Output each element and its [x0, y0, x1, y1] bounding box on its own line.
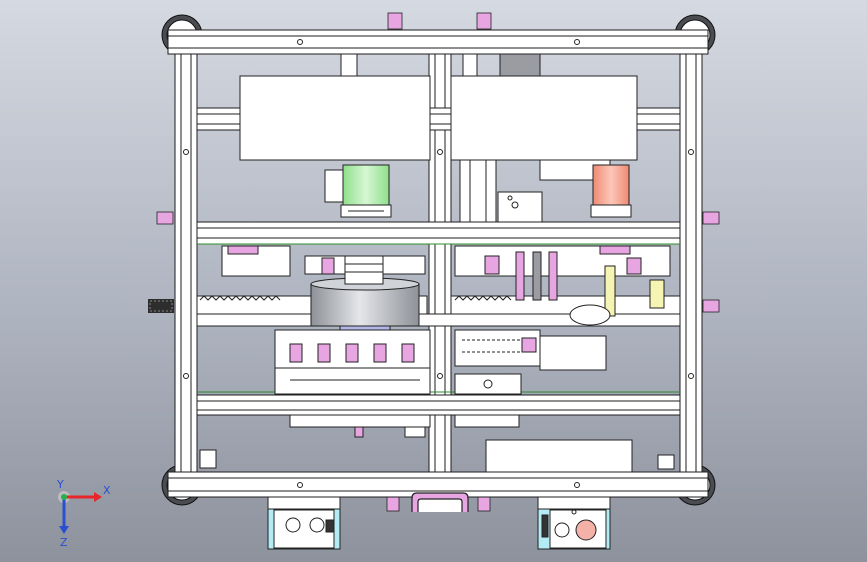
frame-cross-rail-2 [196, 221, 681, 245]
bolts [183, 39, 694, 488]
top-block-dark [499, 53, 541, 77]
mount-tab-icon [156, 211, 174, 225]
bolt-icon [437, 373, 443, 379]
bolt-icon [688, 149, 694, 155]
frame-cross-rail-3 [196, 394, 681, 416]
frame-right-post [679, 53, 703, 473]
bolt-icon [688, 373, 694, 379]
x-axis-label: X [103, 484, 111, 497]
z-axis-label: Z [60, 536, 68, 549]
frame-top-rail [167, 29, 709, 55]
bolt-icon [183, 149, 189, 155]
mount-tabs [156, 12, 720, 512]
z-axis-head [59, 526, 69, 534]
control-box-right [537, 496, 611, 550]
push-button-icon [309, 517, 325, 533]
frame-left-post [174, 53, 198, 473]
lower-assembly [199, 414, 675, 473]
mount-tab-icon [477, 496, 491, 512]
side-clamp [148, 299, 174, 313]
push-button-icon [575, 519, 597, 541]
pink-cylinder [590, 164, 632, 218]
main-frame [167, 29, 709, 498]
middle-assembly [196, 245, 681, 395]
push-button-icon [554, 522, 570, 538]
push-button-icon [285, 517, 301, 533]
upper-plate-right [450, 75, 638, 161]
upper-assembly [239, 53, 638, 223]
bolt-icon [437, 149, 443, 155]
x-axis-head [94, 492, 102, 502]
control-box-left [267, 496, 341, 550]
bolt-icon [574, 482, 580, 488]
y-axis-label: Y [56, 478, 64, 491]
bolt-icon [183, 373, 189, 379]
bolt-icon [297, 39, 303, 45]
mount-tab-icon [476, 12, 492, 30]
mount-tab-icon [386, 496, 400, 512]
mount-tab-icon [702, 211, 720, 225]
upper-plate-left [239, 75, 431, 161]
bolt-icon [507, 195, 513, 201]
bolt-icon [571, 509, 577, 515]
mount-tab-icon [702, 299, 720, 313]
bolt-icon [297, 482, 303, 488]
yellow-rod [604, 265, 616, 317]
y-axis-dot [61, 494, 67, 500]
handle-icon [411, 492, 469, 512]
green-cylinder [340, 164, 392, 218]
coordinate-triad: X Y Z [56, 478, 111, 549]
mount-tab-icon [387, 12, 403, 30]
bolt-icon [574, 39, 580, 45]
